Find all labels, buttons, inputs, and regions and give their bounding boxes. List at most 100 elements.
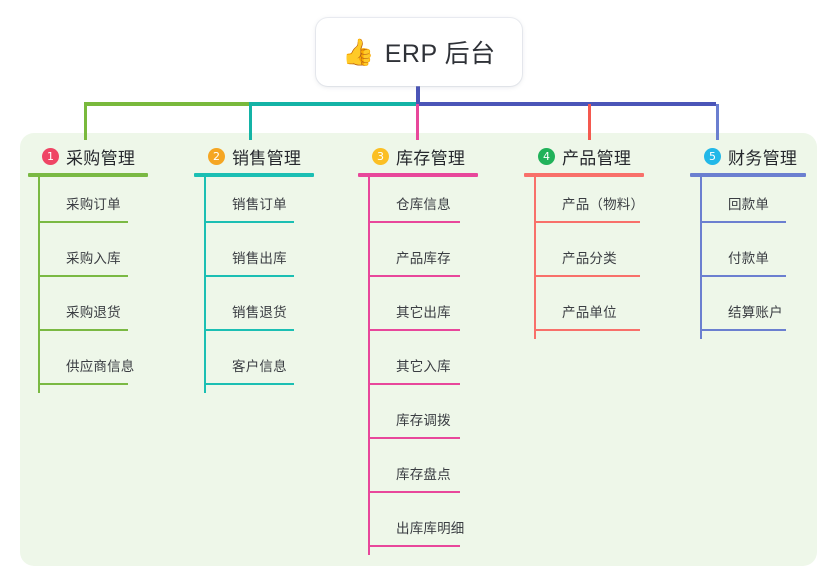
branch-items: 仓库信息产品库存其它出库其它入库库存调拨库存盘点出库库明细: [358, 177, 508, 555]
branch-spine: [534, 177, 536, 339]
root-stem-connector: [416, 85, 420, 106]
leaf-underline: [368, 275, 460, 277]
leaf-item[interactable]: 回款单: [700, 177, 818, 231]
branch-drop-2: [249, 104, 252, 140]
leaf-label: 采购退货: [66, 305, 121, 320]
leaf-label: 产品分类: [562, 251, 617, 266]
branch-drop-3: [416, 104, 419, 140]
leaf-item[interactable]: 产品分类: [534, 231, 676, 285]
leaf-underline: [534, 275, 640, 277]
leaf-label: 其它入库: [396, 359, 451, 374]
leaf-label: 销售订单: [232, 197, 287, 212]
branch-column-1: 1 采购管理采购订单采购入库采购退货供应商信息: [28, 145, 178, 393]
branch-drop-1: [84, 104, 87, 140]
leaf-label: 产品库存: [396, 251, 451, 266]
branch-column-2: 2 销售管理销售订单销售出库销售退货客户信息: [194, 145, 344, 393]
branch-underline: [524, 173, 644, 177]
leaf-item[interactable]: 结算账户: [700, 285, 818, 339]
branch-spine: [38, 177, 40, 393]
leaf-item[interactable]: 采购入库: [38, 231, 178, 285]
leaf-item[interactable]: 客户信息: [204, 339, 344, 393]
leaf-underline: [534, 221, 640, 223]
leaf-item[interactable]: 产品（物料）: [534, 177, 676, 231]
branch-title: 产品管理: [562, 148, 632, 168]
leaf-item[interactable]: 供应商信息: [38, 339, 178, 393]
leaf-item[interactable]: 产品库存: [368, 231, 508, 285]
leaf-item[interactable]: 库存调拨: [368, 393, 508, 447]
leaf-item[interactable]: 产品单位: [534, 285, 676, 339]
leaf-underline: [700, 221, 786, 223]
branch-header-2[interactable]: 2 销售管理: [194, 145, 344, 168]
leaf-underline: [534, 329, 640, 331]
leaf-underline: [204, 221, 294, 223]
branch-title: 销售管理: [232, 148, 302, 168]
leaf-underline: [368, 329, 460, 331]
root-node[interactable]: 👍 ERP 后台: [316, 18, 522, 86]
leaf-label: 库存调拨: [396, 413, 451, 428]
leaf-item[interactable]: 销售订单: [204, 177, 344, 231]
branch-items: 销售订单销售出库销售退货客户信息: [194, 177, 344, 393]
leaf-item[interactable]: 仓库信息: [368, 177, 508, 231]
leaf-label: 结算账户: [728, 305, 783, 320]
branch-spine: [700, 177, 702, 339]
branch-drop-5: [716, 104, 719, 140]
leaf-item[interactable]: 销售出库: [204, 231, 344, 285]
leaf-label: 付款单: [728, 251, 770, 266]
leaf-label: 供应商信息: [66, 359, 135, 374]
leaf-item[interactable]: 其它出库: [368, 285, 508, 339]
leaf-item[interactable]: 销售退货: [204, 285, 344, 339]
branch-items: 采购订单采购入库采购退货供应商信息: [28, 177, 178, 393]
branch-column-4: 4 产品管理产品（物料） 产品分类产品单位: [524, 145, 676, 339]
leaf-underline: [368, 545, 460, 547]
leaf-item[interactable]: 付款单: [700, 231, 818, 285]
leaf-label: 销售退货: [232, 305, 287, 320]
leaf-underline: [368, 491, 460, 493]
branch-title: 采购管理: [66, 148, 136, 168]
leaf-underline: [38, 275, 128, 277]
branch-underline: [690, 173, 806, 177]
leaf-label: 出库库明细: [396, 521, 465, 536]
leaf-underline: [700, 275, 786, 277]
leaf-item[interactable]: 库存盘点: [368, 447, 508, 501]
branch-spine: [368, 177, 370, 555]
branch-number-badge: 2: [208, 147, 225, 165]
leaf-underline: [368, 221, 460, 223]
leaf-label: 产品（物料）: [562, 197, 645, 212]
branch-title: 财务管理: [728, 148, 798, 168]
root-title: ERP 后台: [384, 40, 496, 68]
leaf-label: 回款单: [728, 197, 770, 212]
leaf-label: 采购订单: [66, 197, 121, 212]
leaf-item[interactable]: 采购退货: [38, 285, 178, 339]
leaf-underline: [38, 221, 128, 223]
leaf-label: 销售出库: [232, 251, 287, 266]
branch-underline: [28, 173, 148, 177]
branch-items: 回款单付款单结算账户: [690, 177, 818, 339]
leaf-item[interactable]: 其它入库: [368, 339, 508, 393]
branch-spine: [204, 177, 206, 393]
leaf-underline: [204, 329, 294, 331]
branch-underline: [194, 173, 314, 177]
branch-items: 产品（物料） 产品分类产品单位: [524, 177, 676, 339]
thumbs-up-icon: 👍: [342, 37, 375, 67]
branch-number-badge: 1: [42, 147, 59, 165]
leaf-underline: [204, 383, 294, 385]
bus-segment-2: [249, 102, 416, 106]
leaf-underline: [38, 329, 128, 331]
branch-number-badge: 4: [538, 147, 555, 165]
branch-header-4[interactable]: 4 产品管理: [524, 145, 676, 168]
mindmap-panel: [20, 133, 817, 566]
leaf-label: 客户信息: [232, 359, 287, 374]
leaf-label: 仓库信息: [396, 197, 451, 212]
leaf-underline: [38, 383, 128, 385]
branch-underline: [358, 173, 478, 177]
bus-segment-3: [416, 102, 716, 106]
leaf-item[interactable]: 出库库明细: [368, 501, 508, 555]
branch-header-1[interactable]: 1 采购管理: [28, 145, 178, 168]
leaf-item[interactable]: 采购订单: [38, 177, 178, 231]
leaf-label: 采购入库: [66, 251, 121, 266]
leaf-label: 其它出库: [396, 305, 451, 320]
